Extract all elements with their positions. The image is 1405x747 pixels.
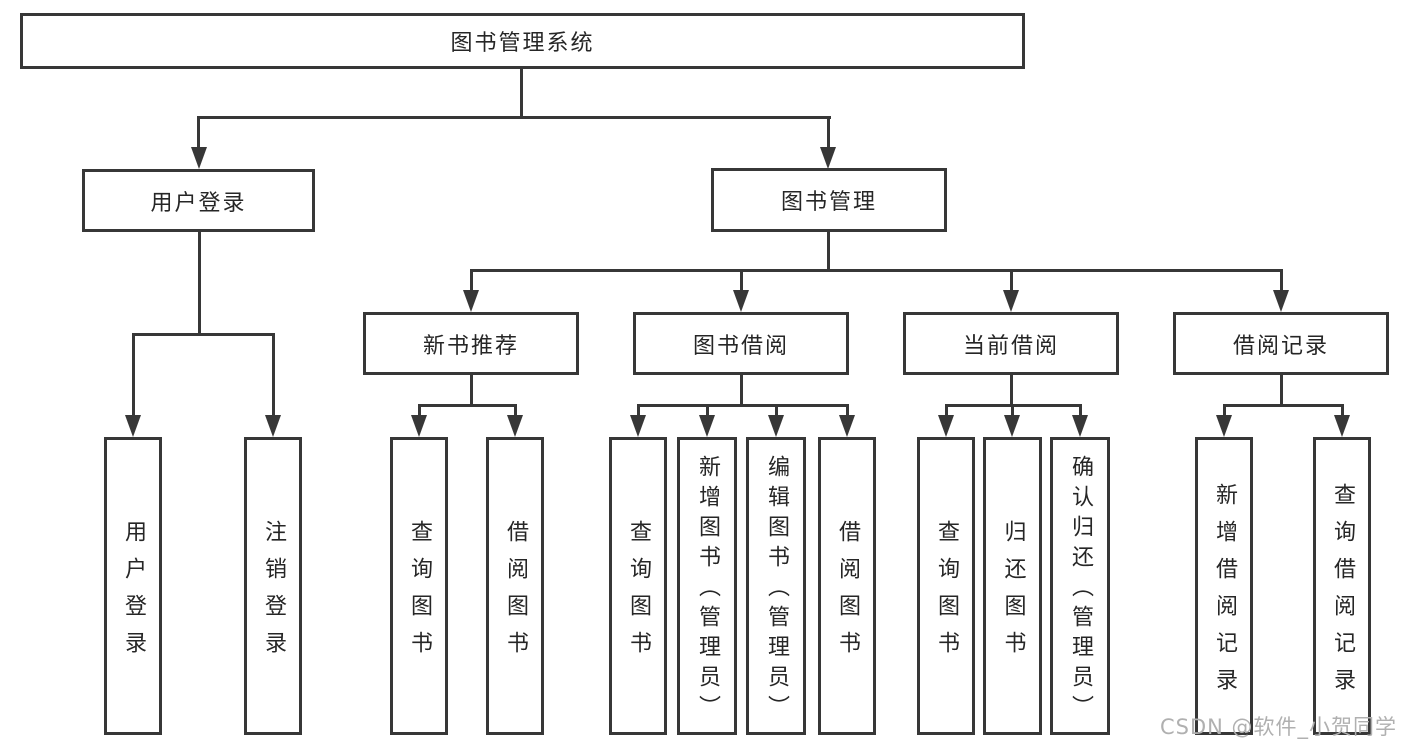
- node-label: 借阅图书: [503, 519, 528, 668]
- connector-line: [470, 269, 473, 292]
- arrowhead-icon: [125, 415, 141, 437]
- node-borrowing-records: 借阅记录: [1173, 312, 1389, 375]
- node-label: 注销登录: [261, 519, 286, 668]
- arrowhead-icon: [463, 290, 479, 312]
- connector-line: [827, 232, 830, 271]
- node-user-login: 用户登录: [82, 169, 315, 232]
- node-leaf-query-books-recommend: 查询图书: [390, 437, 448, 735]
- node-label: 借阅记录: [1232, 333, 1329, 359]
- connector-line: [198, 232, 201, 335]
- node-leaf-user-login: 用户登录: [104, 437, 162, 735]
- watermark-text: CSDN @软件_小贺同学: [1160, 715, 1398, 739]
- connector-line: [945, 404, 948, 418]
- connector-line: [272, 333, 275, 417]
- connector-line: [1223, 404, 1344, 407]
- node-leaf-edit-book-admin: 编辑图书（管理员）: [746, 437, 806, 735]
- arrowhead-icon: [507, 415, 523, 437]
- arrowhead-icon: [1003, 290, 1019, 312]
- connector-line: [637, 404, 849, 407]
- node-leaf-add-book-admin: 新增图书（管理员）: [677, 437, 737, 735]
- node-leaf-confirm-return-admin: 确认归还（管理员）: [1050, 437, 1110, 735]
- connector-line: [514, 404, 517, 418]
- arrowhead-icon: [191, 147, 207, 169]
- node-leaf-add-borrow-record: 新增借阅记录: [1195, 437, 1253, 735]
- connector-line: [1341, 404, 1344, 418]
- arrowhead-icon: [820, 147, 836, 169]
- connector-line: [1079, 404, 1082, 418]
- connector-line: [706, 404, 709, 418]
- connector-line: [520, 69, 523, 118]
- arrowhead-icon: [699, 415, 715, 437]
- connector-line: [1010, 375, 1013, 407]
- connector-line: [740, 269, 743, 292]
- node-label: 用户登录: [121, 519, 146, 668]
- arrowhead-icon: [630, 415, 646, 437]
- connector-line: [1223, 404, 1226, 418]
- connector-line: [1011, 404, 1014, 418]
- node-leaf-query-books-borrowing: 查询图书: [609, 437, 667, 735]
- arrowhead-icon: [938, 415, 954, 437]
- connector-line: [132, 333, 275, 336]
- arrowhead-icon: [1334, 415, 1350, 437]
- connector-line: [827, 116, 830, 149]
- node-label: 借阅图书: [835, 519, 860, 668]
- arrowhead-icon: [733, 290, 749, 312]
- connector-line: [1280, 269, 1283, 292]
- node-label: 确认归还（管理员）: [1068, 455, 1093, 725]
- node-label: 新增图书（管理员）: [695, 455, 720, 725]
- connector-line: [775, 404, 778, 418]
- node-label: 查询图书: [626, 519, 651, 668]
- connector-line: [1010, 269, 1013, 292]
- node-label: 图书管理系统: [450, 31, 595, 56]
- node-current-borrowing: 当前借阅: [903, 312, 1119, 375]
- node-book-management: 图书管理: [711, 168, 947, 232]
- connector-line: [740, 375, 743, 407]
- node-label: 当前借阅: [962, 333, 1059, 359]
- connector-line: [418, 404, 517, 407]
- node-label: 编辑图书（管理员）: [764, 455, 789, 725]
- node-leaf-query-books-current: 查询图书: [917, 437, 975, 735]
- node-label: 查询图书: [407, 519, 432, 668]
- connector-line: [197, 116, 831, 119]
- connector-line: [197, 116, 200, 149]
- node-label: 归还图书: [1000, 519, 1026, 668]
- connector-line: [637, 404, 640, 418]
- arrowhead-icon: [1072, 415, 1088, 437]
- connector-line: [470, 375, 473, 407]
- node-new-book-recommendation: 新书推荐: [363, 312, 579, 375]
- node-label: 新书推荐: [422, 333, 519, 359]
- arrowhead-icon: [1273, 290, 1289, 312]
- node-library-management-system: 图书管理系统: [20, 13, 1025, 69]
- connector-line: [132, 333, 135, 417]
- node-leaf-logout: 注销登录: [244, 437, 302, 735]
- node-label: 用户登录: [150, 190, 247, 216]
- arrowhead-icon: [768, 415, 784, 437]
- node-leaf-query-borrow-record: 查询借阅记录: [1313, 437, 1371, 735]
- node-label: 新增借阅记录: [1212, 482, 1237, 705]
- node-book-borrowing: 图书借阅: [633, 312, 849, 375]
- node-leaf-return-book: 归还图书: [983, 437, 1042, 735]
- arrowhead-icon: [839, 415, 855, 437]
- node-leaf-borrow-books: 借阅图书: [818, 437, 876, 735]
- connector-line: [418, 404, 421, 418]
- connector-line: [1280, 375, 1283, 407]
- arrowhead-icon: [1216, 415, 1232, 437]
- arrowhead-icon: [1004, 415, 1020, 437]
- node-label: 查询图书: [934, 519, 959, 668]
- arrowhead-icon: [265, 415, 281, 437]
- node-label: 查询借阅记录: [1330, 482, 1355, 705]
- node-leaf-borrow-books-recommend: 借阅图书: [486, 437, 544, 735]
- node-label: 图书借阅: [692, 333, 789, 359]
- connector-line: [470, 269, 1282, 272]
- connector-line: [846, 404, 849, 418]
- arrowhead-icon: [411, 415, 427, 437]
- node-label: 图书管理: [780, 190, 877, 215]
